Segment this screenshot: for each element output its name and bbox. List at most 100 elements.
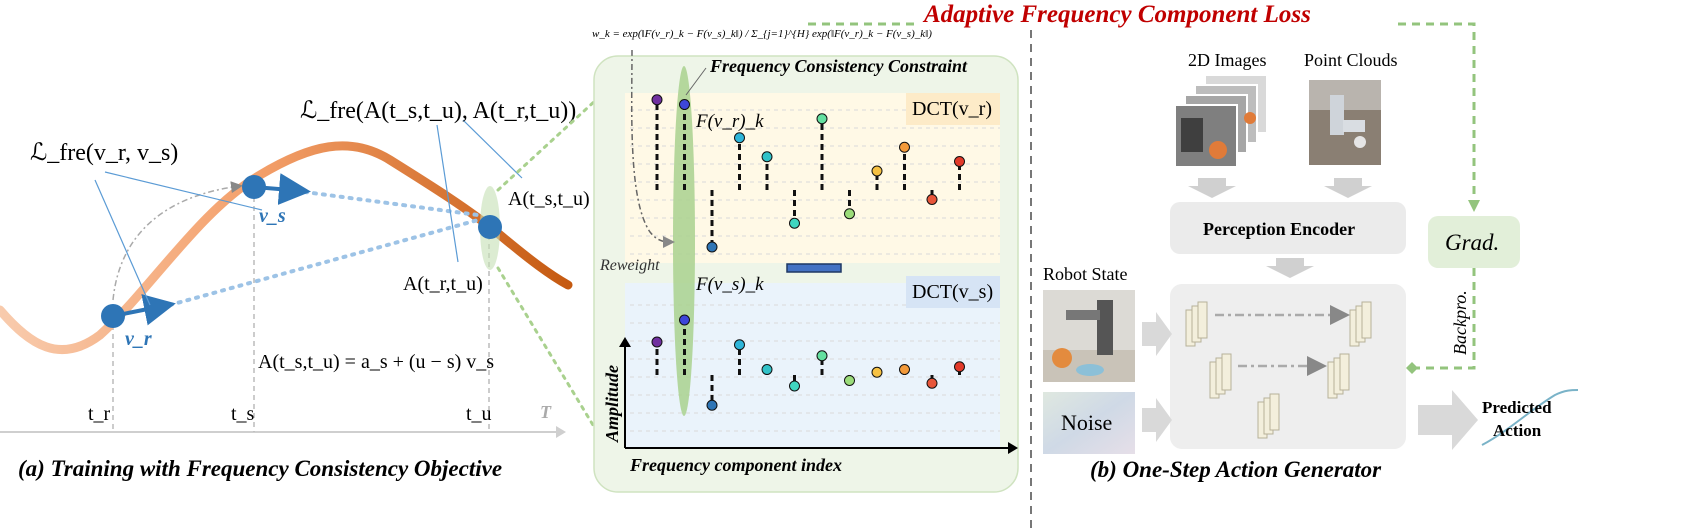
trajectory-curve [0,141,573,355]
grad-box [1428,216,1520,268]
backprop-diamond [1406,362,1418,374]
panel-a: T ℒ_fre(v_r, v_s) ℒ_fre(A(t_s,t_u), A(t_… [0,98,598,481]
tick-tu: t_u [466,403,492,425]
stem-point [899,141,910,153]
point-cloud-thumbnail [1309,80,1381,165]
vs-dotted-extension [303,190,480,217]
y-axis-arrow [619,337,631,347]
stem-point [706,241,718,253]
stem-point [789,217,800,229]
stem-point [651,336,663,348]
stem-point [954,156,965,167]
encoder-down-arrow [1266,258,1314,278]
stem-point [816,113,828,125]
images-2d-thumbnails [1174,74,1268,168]
time-axis-arrow [556,426,566,438]
frequency-constraint-ellipse [673,66,695,416]
stem-point [761,151,773,163]
images-2d-label: 2D Images [1188,50,1266,70]
dct-vr-label-bg [906,93,1000,125]
grad-path-arrowhead [1468,200,1480,212]
robot-state-arrow [1142,312,1172,356]
robot-state-label: Robot State [1043,264,1128,284]
vs-label: v_s [259,205,286,227]
stem-point [816,350,828,362]
backpro-label: Backpro. [1450,290,1470,355]
stem-point [926,194,938,205]
output-arrow [1418,390,1478,450]
A-pointer-2 [462,119,523,179]
stem-point [734,339,745,351]
panel-b-caption: (b) One-Step Action Generator [1090,457,1382,482]
gridlines [630,109,1000,432]
adaptive-loss-title: Adaptive Frequency Component Loss [922,1,1311,28]
grad-path-right [1398,22,1476,205]
vr-label: v_r [125,328,152,350]
A-su-label: A(t_s,t_u) [508,188,590,210]
noise-label: Noise [1061,410,1112,435]
noise-image [1043,392,1135,454]
network-layers [1185,301,1372,439]
reweight-label: Reweight [599,257,660,274]
pointcloud-down-arrow [1324,178,1372,198]
stem-point [706,399,718,411]
point-r [101,304,125,328]
stem-point [651,94,663,106]
weight-formula: w_k = exp(‖F(v_r)_k − F(v_s)_k‖) / Σ_{j=… [592,28,932,40]
dct-vs-label: DCT(v_s) [912,281,993,303]
amplitude-label: Amplitude [602,365,622,443]
loss-vr-vs-label: ℒ_fre(v_r, v_s) [30,140,178,166]
divider-bar [786,263,842,273]
stem-point [844,208,855,220]
dct-vs-label-bg [906,276,1000,308]
grad-label: Grad. [1445,230,1499,255]
predicted-action-curve [1481,389,1579,446]
loss-pointer-2 [104,171,263,211]
point-clouds-label: Point Clouds [1304,50,1398,70]
panel-a-caption: (a) Training with Frequency Consistency … [18,456,502,481]
axis-T-label: T [540,402,552,422]
stem-point [789,380,800,392]
stem-point [954,361,965,373]
predicted-label: Predicted [1482,398,1552,417]
stem-point [899,364,910,375]
stem-charts [651,94,965,411]
stem-point [679,99,690,110]
tick-ts: t_s [231,403,255,425]
update-equation: A(t_s,t_u) = a_s + (u − s) v_s [258,351,494,373]
A-pointer-1 [436,124,459,263]
connector-top [496,98,598,192]
stem-point [926,377,938,389]
F-vr-k-label: F(v_r)_k [695,111,764,132]
F-vs-k-label: F(v_s)_k [695,274,764,295]
perception-encoder-label: Perception Encoder [1203,219,1355,239]
vr-to-vs-arc [112,181,243,301]
panel-b: 2D Images Point Clouds Perception Encode… [1043,50,1579,482]
tick-tr: t_r [88,403,111,425]
perception-encoder-box [1170,202,1406,254]
images-down-arrow [1188,178,1236,198]
stem-point [871,165,883,177]
stem-point [679,314,690,326]
noise-arrow [1142,398,1172,442]
dct-vr-label: DCT(v_r) [912,98,992,120]
loss-A-label: ℒ_fre(A(t_s,t_u), A(t_r,t_u)) [300,98,576,124]
A-ru-label: A(t_r,t_u) [403,273,483,295]
point-u [478,215,502,239]
reweight-arrow [630,49,675,248]
frequency-index-label: Frequency component index [629,455,842,475]
action-label: Action [1493,421,1542,440]
stem-point [844,375,855,386]
middle-panel: DCT(v_r) DCT(v_s) Amplitude Frequency co… [592,1,1480,493]
x-axis-arrow [1008,442,1018,454]
stem-point [871,366,883,378]
loss-pointer-1 [94,179,151,306]
backprop-path [1412,268,1476,370]
point-s [242,175,266,199]
stem-point [734,132,745,144]
robot-state-image [1043,290,1135,382]
vr-dotted-extension [168,218,480,307]
generator-network-box [1170,284,1406,449]
